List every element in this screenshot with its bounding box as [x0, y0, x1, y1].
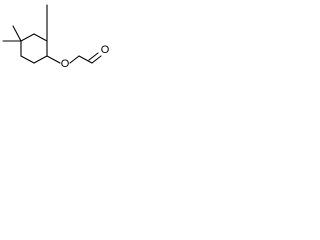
carbonyl-double-bond-2 — [88, 52, 99, 61]
bond-ch2-to-aldehyde-carbon — [78, 55, 93, 64]
ether-oxygen-label: O — [61, 58, 70, 70]
molecule-structure-diagram: O O — [2, 4, 110, 70]
ring-bond-c4-c5 — [20, 55, 35, 64]
ring-bond-c1-c2 — [33, 33, 48, 42]
bond-ether-oxygen-to-ch2 — [69, 55, 80, 64]
bond-ring-to-ether-oxygen — [46, 55, 61, 64]
ring-bond-c6-c1 — [20, 33, 35, 42]
ring-bond-c3-c4 — [33, 55, 48, 64]
carbonyl-double-bond-1 — [91, 55, 102, 64]
methyl-bond-left-up — [12, 25, 22, 42]
carbonyl-oxygen-label: O — [101, 44, 110, 56]
